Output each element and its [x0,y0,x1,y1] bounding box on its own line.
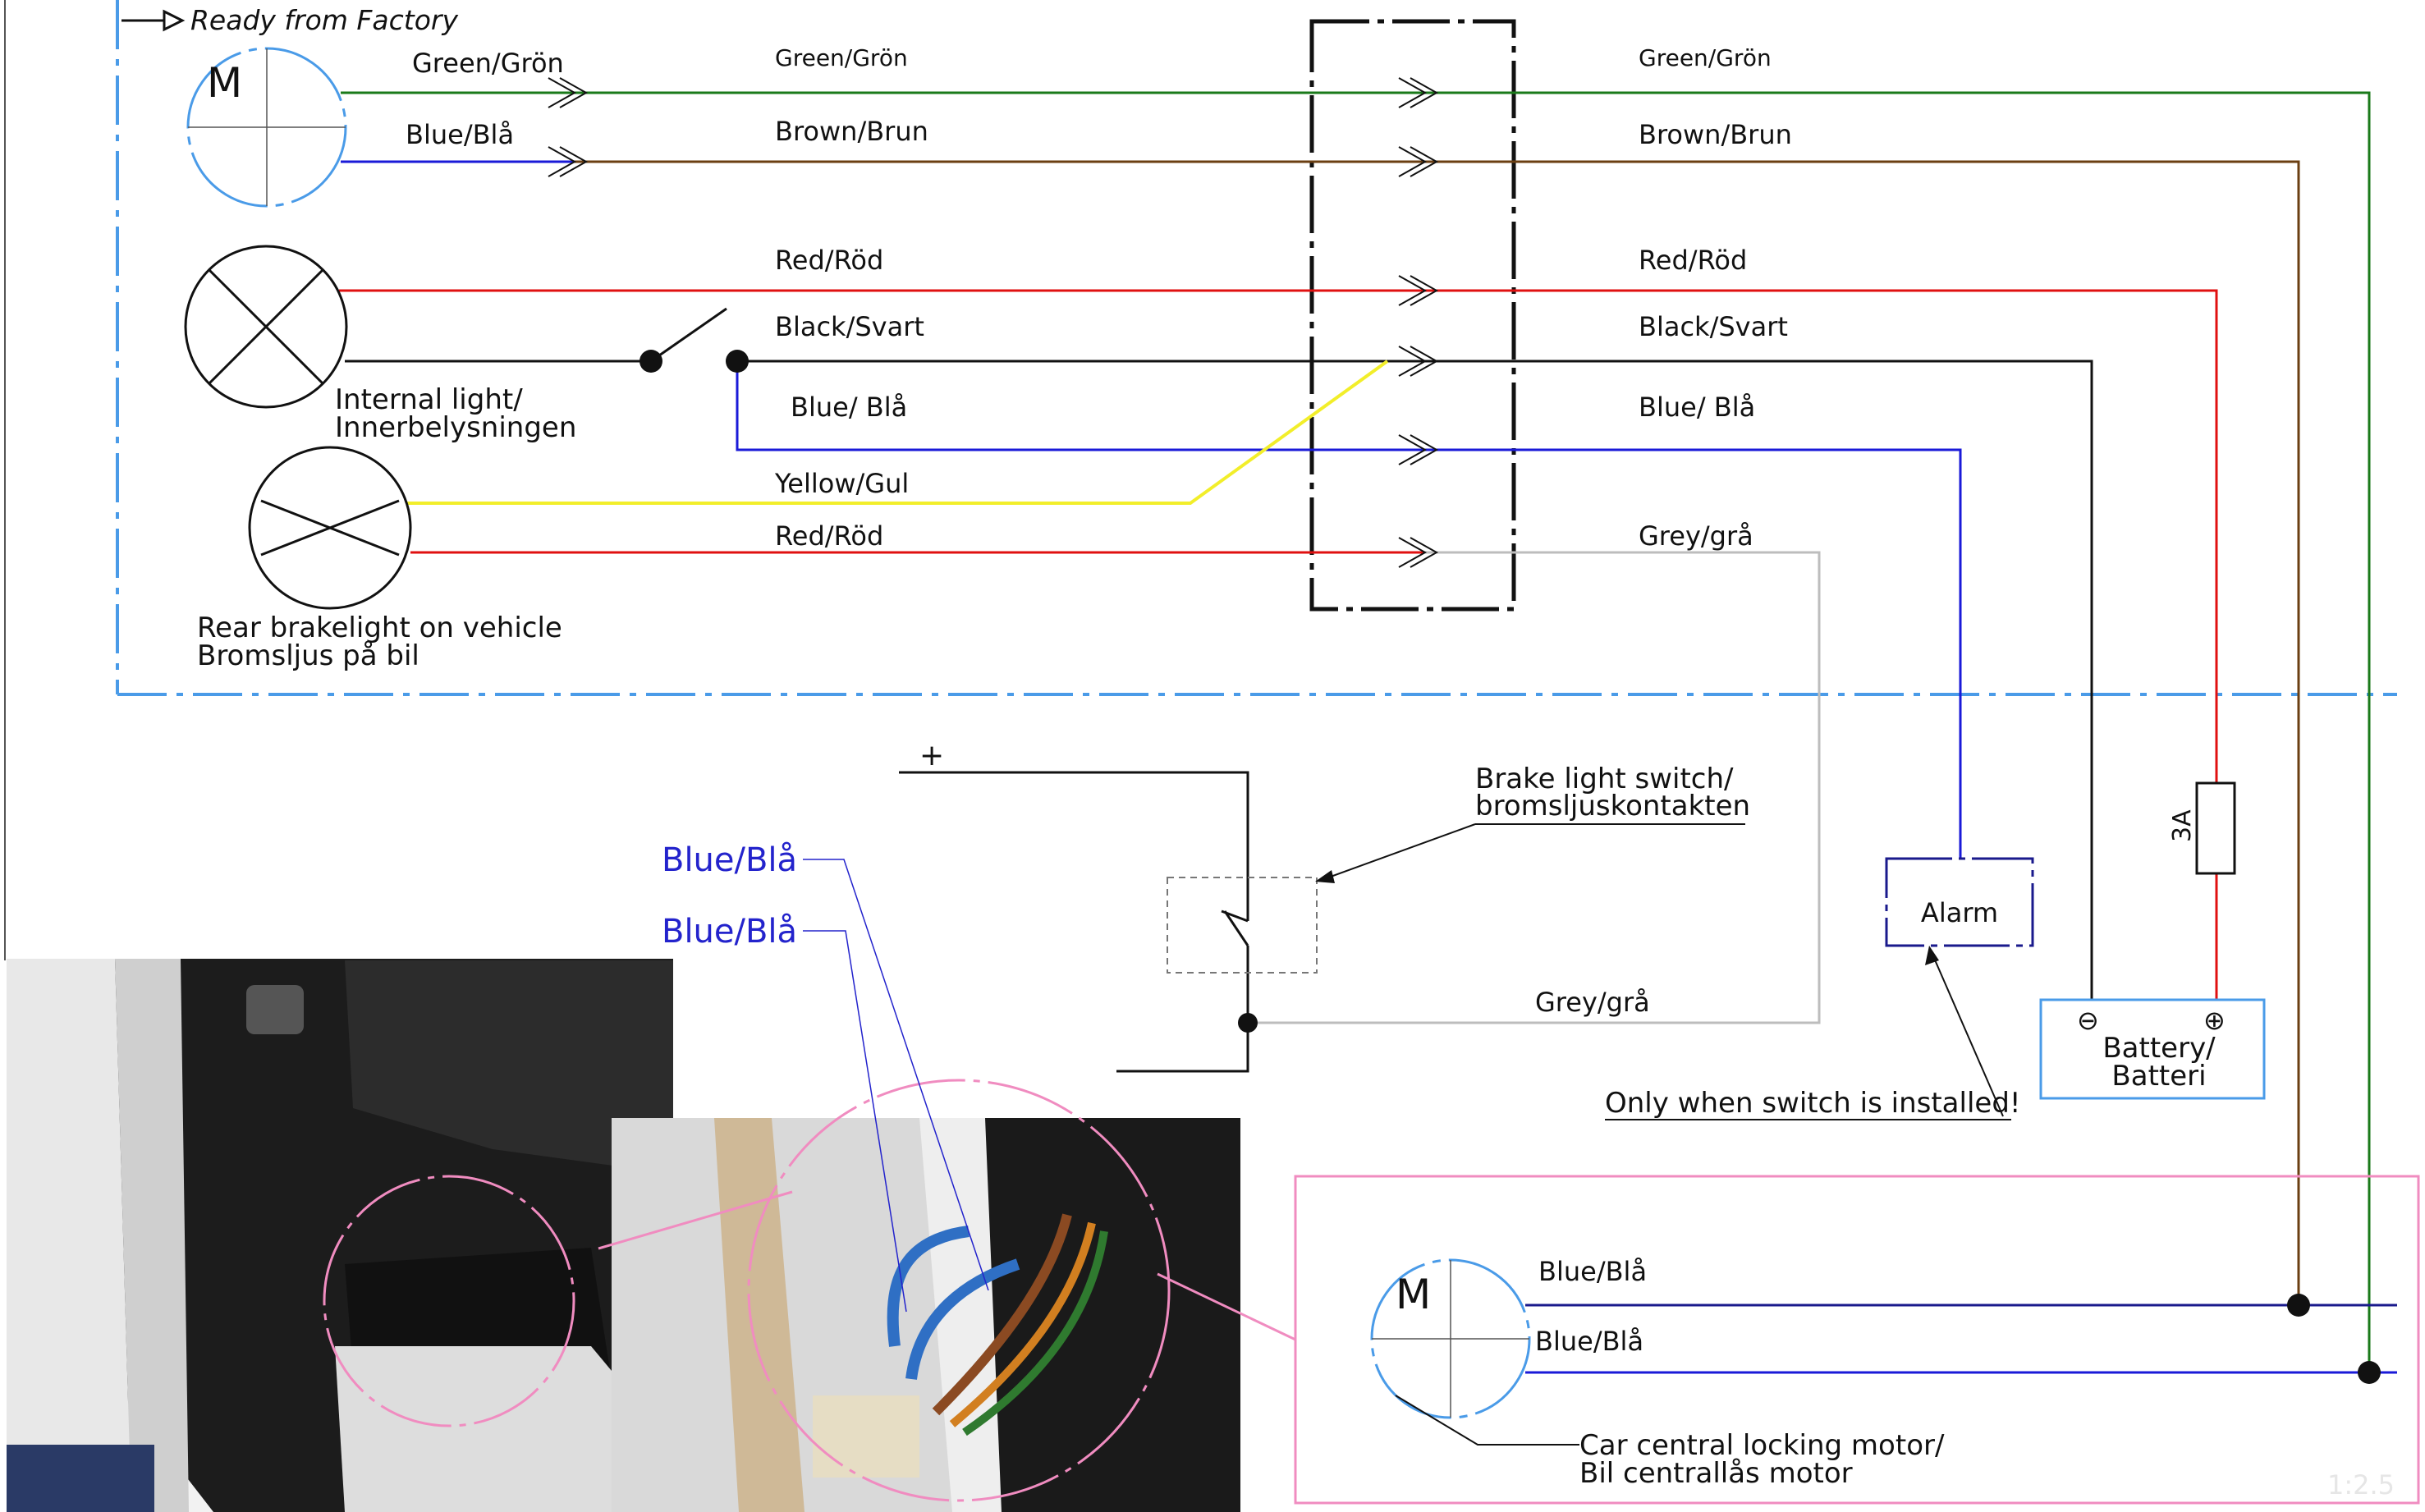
rear-brakelight-label-2: Bromsljus på bil [197,639,419,672]
wire-red-top [339,289,2218,1005]
label-mid-red2: Red/Röd [775,520,883,552]
label-right-blue: Blue/ Blå [1639,392,1755,423]
ready-from-factory: Ready from Factory [190,4,458,36]
fuse-rating: 3A [2168,809,2197,842]
only-when-switch-arrow [1925,946,1939,965]
junction-brown [2287,1294,2310,1317]
central-lock-label-2: Bil centrallås motor [1579,1457,1853,1490]
motor-letter: M [207,59,242,107]
label-right-black: Black/Svart [1639,311,1788,342]
plus-terminal: + [919,739,944,772]
internal-light-label-2: Innerbelysningen [335,411,576,444]
photo-highlight-circle [323,1175,575,1427]
label-right-grey: Grey/grå [1639,520,1753,552]
chevron-left-green [548,77,589,108]
central-lock-label-1: Car central locking motor/ [1579,1429,1945,1462]
label-mid-yellow: Yellow/Gul [774,468,909,499]
connector-block [1309,19,1516,612]
battery-plus-icon: ⊕ [2203,1005,2226,1036]
rear-brakelight-label-1: Rear brakelight on vehicle [197,612,562,644]
brake-switch-label-1: Brake light switch/ [1475,763,1734,795]
junction-green [2358,1361,2381,1384]
label-mid-brown: Brown/Brun [775,116,928,147]
photo-callout-blue-2: Blue/Blå [662,913,797,951]
internal-light-label-1: Internal light/ [335,383,523,416]
label-right-red: Red/Röd [1639,245,1747,276]
label-lower-grey: Grey/grå [1535,987,1650,1018]
label-mid-green: Green/Grön [775,44,908,71]
scale-label: 1:2.5 [2327,1469,2395,1501]
label-right-green: Green/Grön [1639,44,1772,71]
chevron-mid-blue [1398,434,1439,465]
fuse [2195,781,2236,875]
wire-green [341,91,2371,1372]
motor-symbol-top: M [186,47,347,208]
alarm-label: Alarm [1921,897,1998,928]
chevron-left-blue [548,146,589,177]
wire-yellow [405,360,1389,505]
label-left-blue: Blue/Blå [406,119,514,150]
chevron-mid-black [1398,346,1439,377]
closeup-highlight-circle [747,1079,1171,1502]
photo-callout-leaders [803,859,989,1313]
label-lock-blue-1: Blue/Blå [1538,1256,1647,1287]
brake-switch-junction [1238,1013,1258,1033]
pink-link-2 [1157,1272,1296,1341]
brake-switch-circuit [899,771,1249,1073]
wire-black [345,360,2093,1005]
ready-arrow-icon [121,9,186,32]
label-lock-blue-2: Blue/Blå [1535,1326,1643,1357]
brake-switch-leader [1321,823,1476,881]
only-when-switch-leader [1930,950,2004,1117]
motor-symbol-lock: M [1370,1258,1531,1419]
brake-switch-leader-arrow [1315,870,1335,883]
chevron-mid-green [1398,77,1439,108]
factory-frame [116,0,2397,696]
brake-switch-box [1167,877,1318,974]
central-lock-leader [1395,1395,1579,1446]
battery-minus-icon: ⊖ [2077,1005,2099,1036]
label-mid-red: Red/Röd [775,245,883,276]
battery-label-1: Battery/ [2102,1032,2216,1065]
lock-motor-letter: M [1396,1271,1431,1318]
battery-box [2039,998,2266,1100]
door-photo-wide [7,959,673,1512]
wire-grey [1248,551,1821,1024]
label-left-green: Green/Grön [412,48,564,79]
chevron-mid-brown [1398,146,1439,177]
internal-light-lamp [184,245,348,409]
label-mid-blue: Blue/ Blå [791,392,907,423]
photo-callout-blue-1: Blue/Blå [662,841,797,879]
battery-label-2: Batteri [2111,1060,2206,1093]
label-right-brown: Brown/Brun [1639,119,1792,150]
pink-link-1 [598,1190,793,1250]
wire-brown [575,160,2300,1305]
label-mid-black: Black/Svart [775,311,924,342]
wire-blue-switch [736,361,1962,859]
only-when-switch-label: Only when switch is installed! [1605,1087,2021,1120]
chevron-mid-red [1398,275,1439,306]
rear-brakelight-lamp [248,446,412,610]
brake-switch-label-2: bromsljuskontakten [1475,790,1750,822]
chevron-mid-red2 [1398,537,1439,568]
alarm-box [1885,857,2034,947]
connector-chevrons [548,77,1439,568]
door-photo-closeup [612,1118,1240,1512]
door-switch [639,307,749,373]
